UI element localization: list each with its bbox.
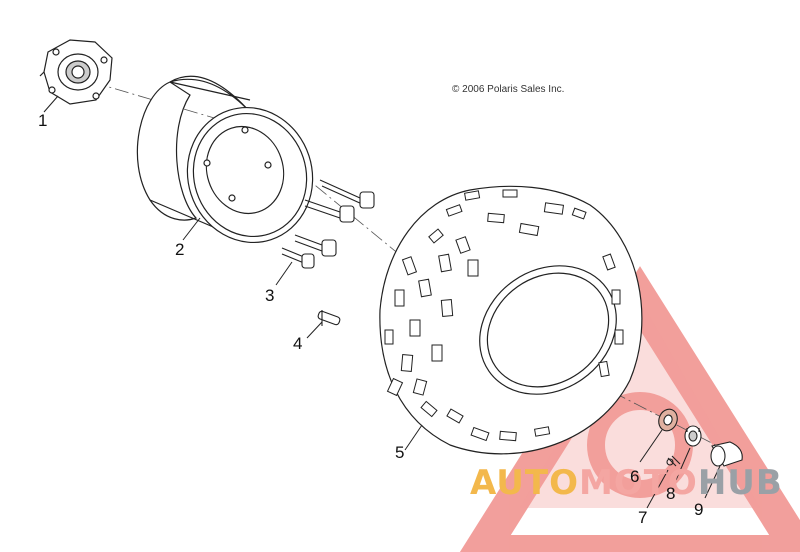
- leader-6: [639, 429, 663, 463]
- watermark-part-1: AUTO: [470, 463, 579, 503]
- callout-4: 4: [293, 334, 303, 353]
- leader-1: [43, 95, 59, 113]
- leader-4: [306, 321, 323, 339]
- callout-9: 9: [694, 500, 704, 519]
- callout-2: 2: [175, 240, 185, 259]
- callout-3: 3: [265, 286, 275, 305]
- leader-3: [275, 261, 293, 286]
- washer-part: [658, 408, 678, 432]
- tire-part: [379, 185, 643, 455]
- callout-7: 7: [638, 508, 648, 527]
- callout-1: 1: [38, 111, 48, 130]
- leader-2: [182, 217, 201, 241]
- callout-8: 8: [666, 484, 676, 503]
- callout-6: 6: [630, 467, 640, 486]
- watermark-part-2: MOTO: [578, 463, 698, 503]
- copyright-text: © 2006 Polaris Sales Inc.: [452, 84, 565, 95]
- tire-tread-lugs: [384, 189, 624, 442]
- cotter-pin-part: [666, 455, 681, 467]
- valve-stem-part: [317, 310, 341, 326]
- rim-part: [136, 75, 314, 244]
- castle-nut-part: [684, 425, 702, 447]
- leader-9: [704, 465, 721, 499]
- hub-part: [39, 39, 113, 105]
- lug-bolts: [281, 179, 375, 269]
- leader-8: [675, 447, 691, 481]
- leader-5: [404, 424, 423, 451]
- watermark-brand-text: AUTOMOTOHUB: [470, 466, 783, 500]
- callout-5: 5: [395, 443, 405, 462]
- leader-7: [646, 469, 669, 509]
- watermark-part-3: HUB: [697, 463, 783, 503]
- hub-cap-part: [710, 441, 743, 467]
